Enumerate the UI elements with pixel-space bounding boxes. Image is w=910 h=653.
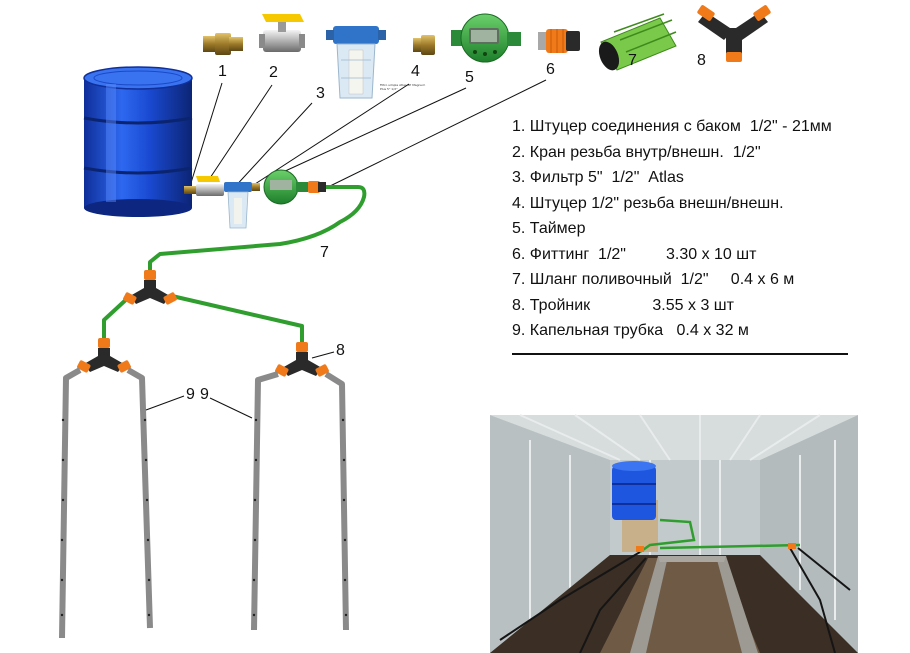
water-barrel: [83, 66, 193, 217]
dripline-number-9-left: 9: [186, 386, 195, 403]
filter-label-line1: Filtro simple Atlas 3P Magnum: [380, 83, 425, 87]
tee-number-8: 8: [336, 342, 345, 359]
part-4-adapter: [413, 35, 435, 55]
legend-item-8: 8. Тройник 3.55 х 3 шт: [512, 296, 734, 314]
part-5-timer: [451, 13, 521, 63]
part-number-2: 2: [269, 64, 278, 81]
legend-divider: [512, 353, 848, 355]
dripline-number-9-right: 9: [200, 386, 209, 403]
drip-lines: [59, 367, 349, 639]
part-number-7: 7: [628, 52, 637, 69]
legend-item-4: 4. Штуцер 1/2" резьба внешн/внешн.: [512, 194, 784, 212]
tee-leader: [311, 351, 335, 359]
legend-item-3: 3. Фильтр 5" 1/2" Atlas: [512, 169, 684, 186]
legend-item-7: 7. Шланг поливочный 1/2" 0.4 х 6 м: [512, 271, 795, 288]
hose-number-7: 7: [320, 244, 329, 261]
parts-legend: 1. Штуцер соединения с баком 1/2" - 21мм…: [512, 114, 892, 344]
legend-item-2: 2. Кран резьба внутр/внешн. 1/2": [512, 143, 761, 161]
legend-item-5: 5. Таймер: [512, 220, 586, 237]
legend-item-9: 9. Капельная трубка 0.4 х 32 м: [512, 322, 749, 339]
hose-lines: [102, 185, 367, 344]
legend-item-1: 1. Штуцер соединения с баком 1/2" - 21мм: [512, 118, 832, 135]
dripline-leader-left: [145, 395, 185, 411]
part-8-y-connector: [697, 5, 771, 62]
tee-connectors: [77, 270, 329, 377]
assembled-fittings: [184, 169, 326, 229]
legend-item-6: 6. Фиттинг 1/2" 3.30 х 10 шт: [512, 245, 757, 263]
part-2-ball-valve: [259, 14, 305, 52]
part-number-6: 6: [546, 61, 555, 78]
part-number-5: 5: [465, 69, 474, 86]
part-7-hose: [598, 13, 677, 71]
part-number-1: 1: [218, 63, 227, 80]
part-number-3: 3: [316, 85, 325, 102]
part-number-8: 8: [697, 52, 706, 69]
drip-holes: [60, 418, 348, 617]
filter-label-line2: Plus 5" 1/2": [380, 87, 398, 91]
part-1-tank-fitting: [203, 33, 243, 55]
dripline-leader-right: [209, 397, 253, 419]
part-3-filter: [326, 26, 386, 99]
leader-lines: [189, 79, 547, 191]
part-6-quick-connector: [538, 29, 580, 53]
greenhouse-photo: [490, 414, 858, 653]
part-number-4: 4: [411, 63, 420, 80]
